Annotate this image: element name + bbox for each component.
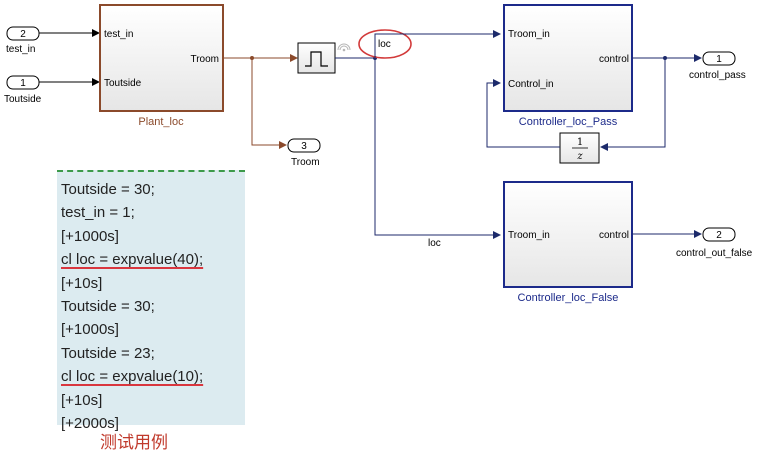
script-line: [+10s] xyxy=(61,391,103,409)
unit-delay-block[interactable]: 1 z xyxy=(559,132,600,164)
plant-input-test-in: test_in xyxy=(104,29,133,40)
inport-toutside-number: 1 xyxy=(20,78,26,89)
outport-control-out-false[interactable]: 2 control_out_false xyxy=(676,227,753,259)
outport-control-pass[interactable]: 1 control_pass xyxy=(689,51,746,81)
controller-loc-pass-block[interactable]: Troom_in Control_in control xyxy=(503,4,633,112)
wireless-icon xyxy=(337,43,351,52)
inport-test-in[interactable]: 2 test_in xyxy=(6,26,40,55)
outport-troom[interactable]: 3 Troom xyxy=(287,138,321,168)
script-line: Toutside = 30; xyxy=(61,298,155,316)
test-script-panel: Toutside = 30; test_in = 1; [+1000s] cl … xyxy=(57,170,245,432)
script-line: [+2000s] xyxy=(61,415,119,433)
wire-delay-to-control-in xyxy=(486,79,560,148)
wire-feedback-to-delay xyxy=(600,58,666,151)
controller-false-output: control xyxy=(599,230,629,241)
controller-pass-input-troom: Troom_in xyxy=(508,29,550,40)
script-line: [+1000s] xyxy=(61,227,119,245)
step-block[interactable] xyxy=(297,42,336,74)
loc-highlight-circle xyxy=(358,29,412,59)
plant-loc-block[interactable]: test_in Toutside Troom xyxy=(99,4,224,112)
outport-control-out-false-label: control_out_false xyxy=(676,248,753,259)
script-line: [+10s] xyxy=(61,274,103,292)
plant-loc-name: Plant_loc xyxy=(138,116,184,128)
script-line-expvalue: cl loc = expvalue(40); xyxy=(61,251,204,269)
script-line-expvalue: cl loc = expvalue(10); xyxy=(61,368,204,386)
controller-loc-false-block[interactable]: Troom_in control xyxy=(503,181,633,288)
controller-loc-false-name: Controller_loc_False xyxy=(518,292,619,304)
script-line: Toutside = 30; xyxy=(61,181,155,198)
controller-false-input-troom: Troom_in xyxy=(508,230,550,241)
script-line: [+1000s] xyxy=(61,321,119,339)
controller-loc-pass-name: Controller_loc_Pass xyxy=(519,116,618,128)
controller-pass-output: control xyxy=(599,54,629,65)
plant-output-troom: Troom xyxy=(190,54,219,65)
outport-control-out-false-number: 2 xyxy=(716,230,722,241)
inport-test-in-number: 2 xyxy=(20,29,26,40)
inport-toutside-label: Toutside xyxy=(4,94,42,105)
delay-denominator: z xyxy=(576,151,583,162)
outport-control-pass-label: control_pass xyxy=(689,70,746,81)
signal-label-loc: loc xyxy=(378,39,391,50)
test-case-caption: 测试用例 xyxy=(100,433,168,453)
inport-toutside[interactable]: 1 Toutside xyxy=(4,75,42,105)
wire-loc-to-pass xyxy=(374,30,501,58)
delay-numerator: 1 xyxy=(577,137,583,148)
wire-troom-branch xyxy=(251,58,287,149)
script-line: Toutside = 23; xyxy=(61,344,155,362)
outport-troom-label: Troom xyxy=(291,157,320,168)
step-signal-icon xyxy=(305,51,328,67)
outport-troom-number: 3 xyxy=(301,141,307,152)
plant-input-toutside: Toutside xyxy=(104,78,142,89)
wire-loc-to-false xyxy=(374,58,501,239)
controller-pass-input-control: Control_in xyxy=(508,79,554,90)
inport-test-in-label: test_in xyxy=(6,44,35,55)
outport-control-pass-number: 1 xyxy=(716,54,722,65)
script-line: test_in = 1; xyxy=(61,204,135,222)
signal-label-loc-false: loc xyxy=(428,238,441,249)
